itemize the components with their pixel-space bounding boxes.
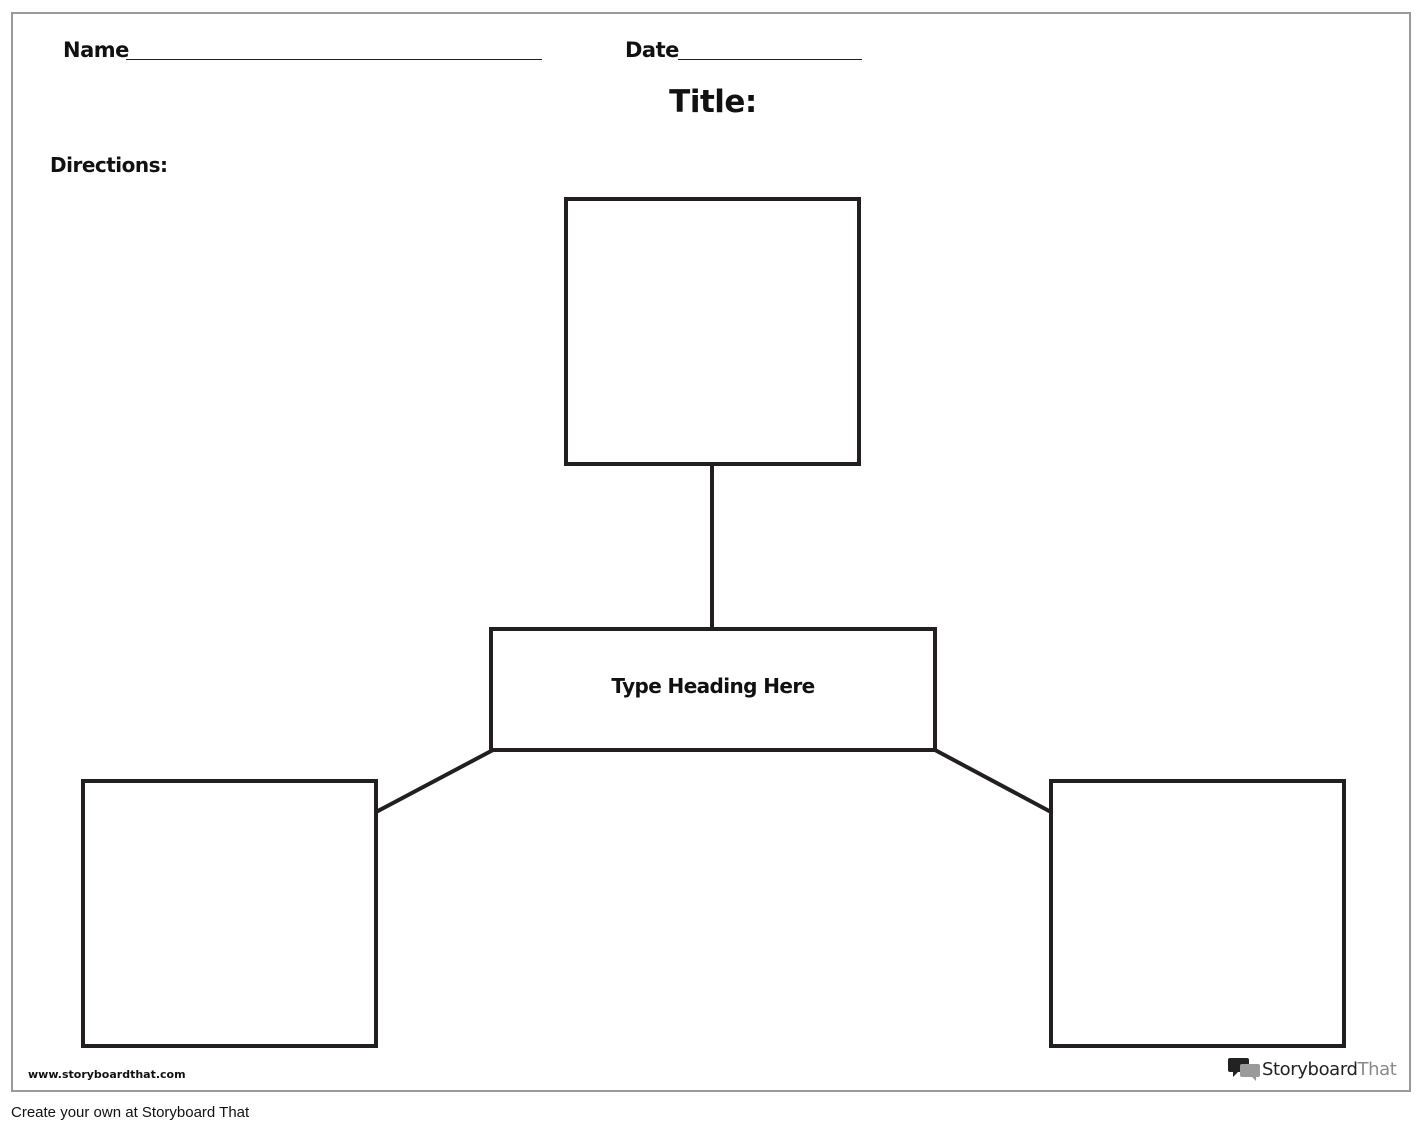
connector-left [375, 748, 494, 814]
name-line[interactable] [126, 59, 542, 60]
site-url: www.storyboardthat.com [28, 1068, 186, 1081]
right-box [1049, 779, 1346, 1048]
brand-storyboard: Storyboard [1262, 1058, 1358, 1080]
brand-that: That [1357, 1058, 1397, 1080]
worksheet-page: Name Date Title: Directions: Type Headin… [11, 12, 1411, 1092]
connector-right [934, 748, 1052, 814]
date-label: Date [625, 38, 679, 62]
title-label: Title: [669, 84, 757, 120]
speech-bubbles-icon [1228, 1058, 1260, 1081]
footer-link[interactable]: Create your own at Storyboard That [11, 1104, 250, 1121]
date-line[interactable] [678, 59, 862, 60]
spider-map-diagram [81, 197, 1346, 1048]
name-label: Name [63, 38, 129, 62]
heading-placeholder[interactable]: Type Heading Here [611, 674, 815, 698]
center-heading-box [489, 627, 937, 752]
left-box [81, 779, 378, 1048]
directions-label: Directions: [50, 153, 168, 177]
top-box [564, 197, 861, 466]
